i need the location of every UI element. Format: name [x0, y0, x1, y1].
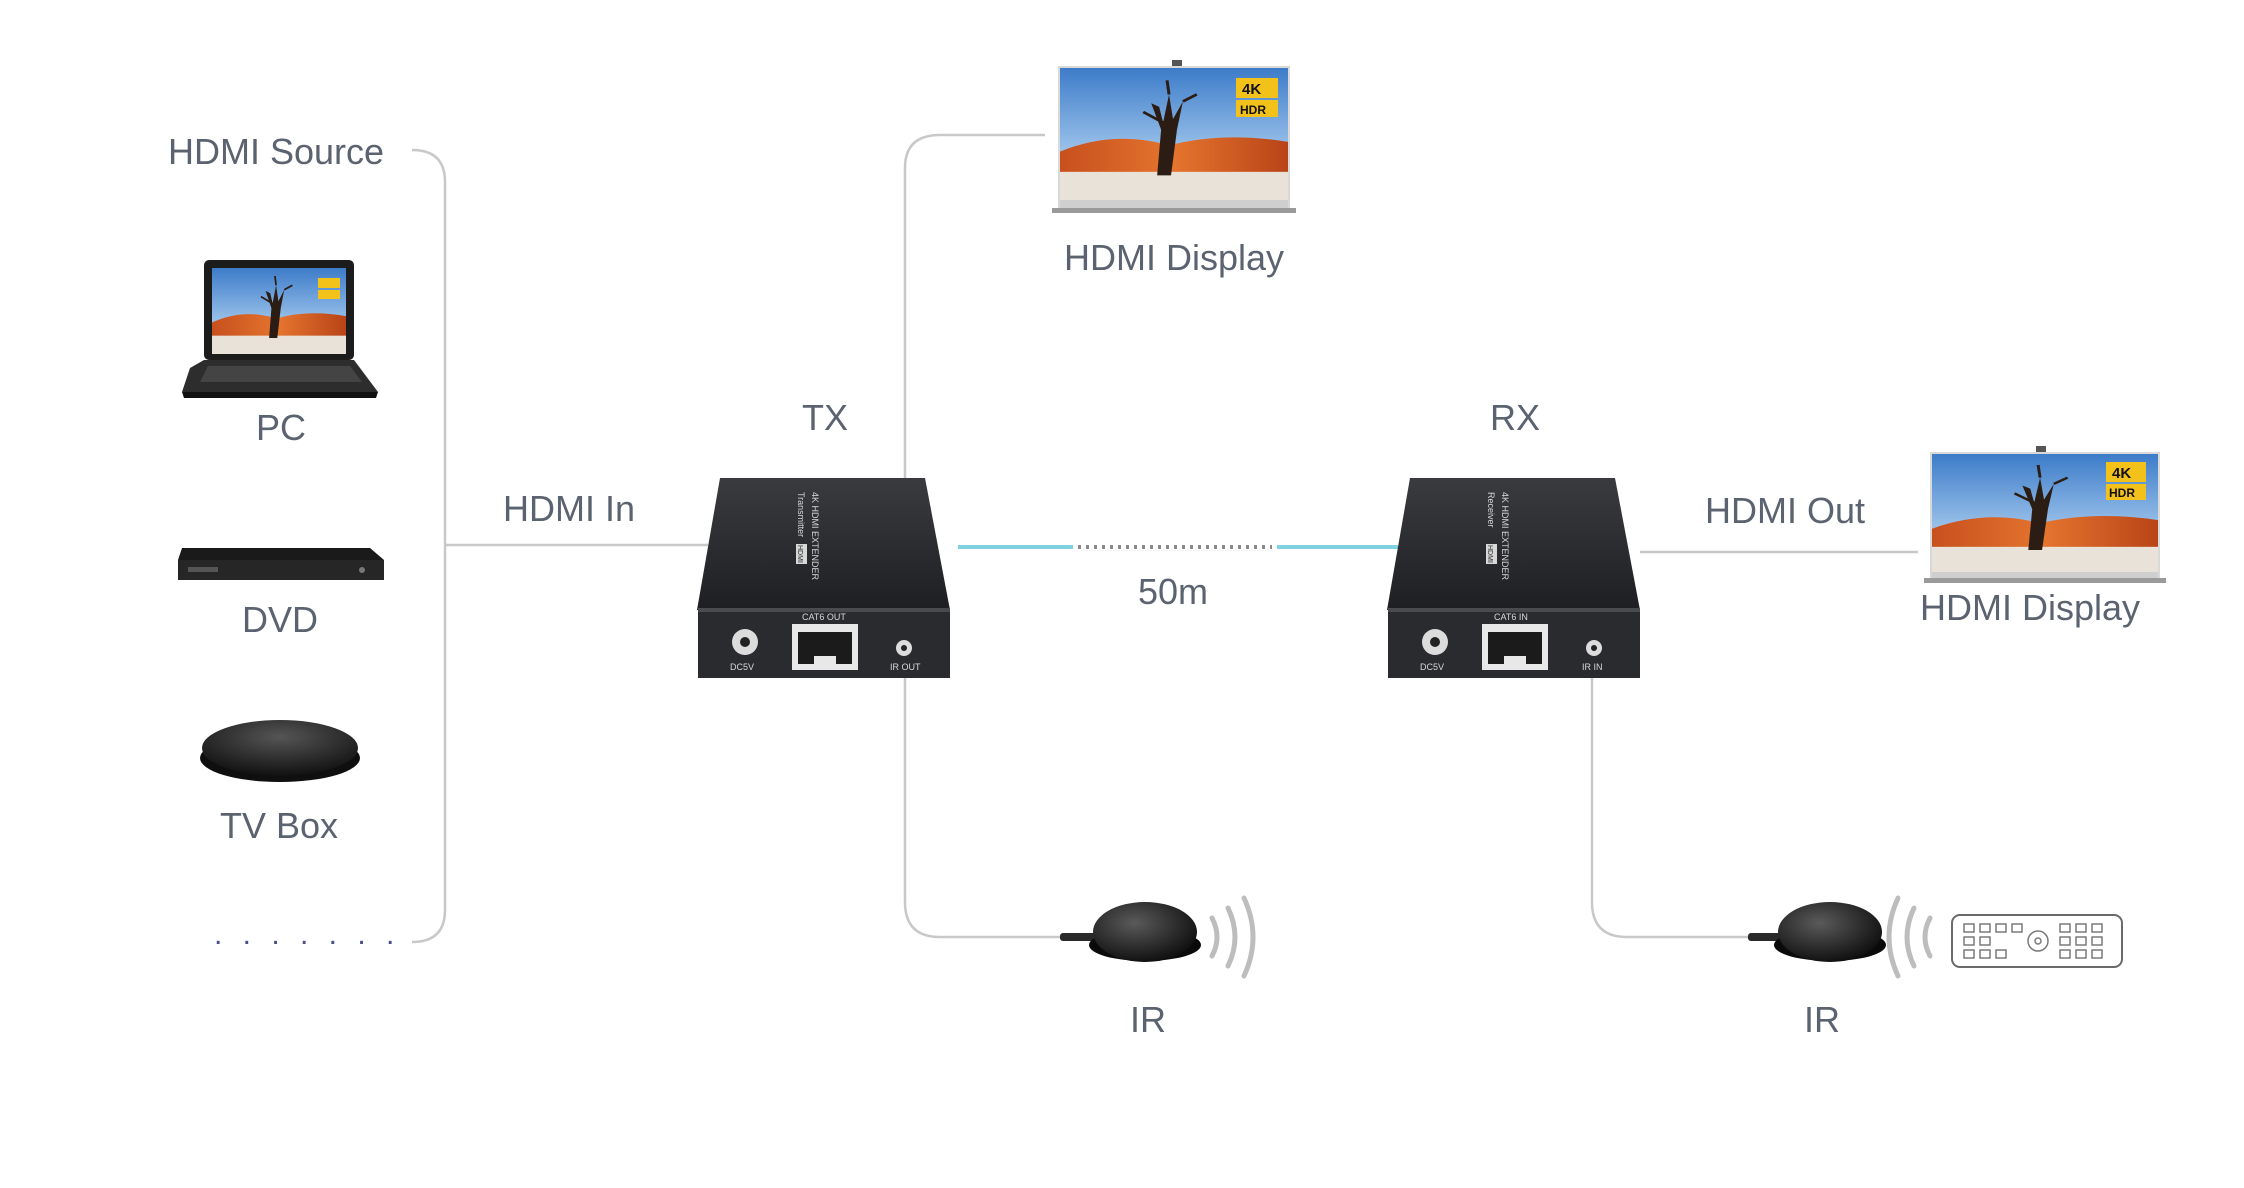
- hdmi-display-top-label: HDMI Display: [1064, 237, 1284, 278]
- source-bracket-line: [411, 148, 447, 944]
- hdmi-display-right-icon: 4K HDR: [1924, 446, 2166, 583]
- svg-text:CAT6 OUT: CAT6 OUT: [802, 612, 846, 622]
- hdmi-display-right-label: HDMI Display: [1920, 587, 2140, 628]
- svg-text:IR IN: IR IN: [1582, 662, 1603, 672]
- ir-emitter-icon: [1060, 902, 1201, 962]
- tx-ir-line: [903, 672, 1065, 939]
- svg-text:DC5V: DC5V: [730, 662, 754, 672]
- hdmi-out-label: HDMI Out: [1705, 490, 1865, 531]
- hdmi-in-label: HDMI In: [503, 488, 635, 529]
- remote-control-icon: [1951, 914, 2123, 968]
- hdmi-source-label: HDMI Source: [168, 131, 384, 172]
- rx-label: RX: [1490, 397, 1540, 438]
- svg-text:DC5V: DC5V: [1420, 662, 1444, 672]
- ir-signal-waves-left-icon: [1209, 895, 1256, 979]
- svg-text:HDR: HDR: [1240, 103, 1266, 117]
- laptop-icon: [182, 260, 378, 398]
- svg-text:IR OUT: IR OUT: [890, 662, 921, 672]
- dvd-label: DVD: [242, 599, 318, 640]
- connector-lines: [411, 133, 1918, 944]
- distance-label: 50m: [1138, 571, 1208, 612]
- svg-text:4K HDMI EXTENDER: 4K HDMI EXTENDER: [1500, 492, 1510, 581]
- dvd-player-icon: [178, 548, 384, 580]
- svg-text:HDMI: HDMI: [796, 545, 803, 563]
- svg-text:HDR: HDR: [2109, 486, 2135, 500]
- pc-label: PC: [256, 407, 306, 448]
- ir-left-label: IR: [1130, 999, 1166, 1040]
- svg-text:Receiver: Receiver: [1486, 492, 1496, 528]
- tx-display-line: [903, 133, 1045, 478]
- svg-text:4K: 4K: [2112, 465, 2131, 482]
- more-sources-ellipsis: . . . . . . .: [214, 918, 400, 951]
- rx-receiver-unit: 4K HDMI EXTENDER Receiver HDMI DC5V CAT6…: [1387, 478, 1640, 678]
- rx-ir-line: [1590, 672, 1755, 939]
- svg-text:Transmitter: Transmitter: [796, 492, 806, 537]
- svg-text:4K: 4K: [1242, 81, 1261, 98]
- svg-text:HDMI: HDMI: [1486, 545, 1493, 563]
- svg-text:CAT6 IN: CAT6 IN: [1494, 612, 1528, 622]
- tv-box-label: TV Box: [220, 805, 338, 846]
- ir-receiver-icon: [1748, 902, 1886, 962]
- ir-signal-waves-right-icon: [1886, 895, 1933, 979]
- tv-box-icon: [200, 720, 360, 782]
- svg-text:4K HDMI EXTENDER: 4K HDMI EXTENDER: [810, 492, 820, 581]
- ir-right-label: IR: [1804, 999, 1840, 1040]
- tx-transmitter-unit: 4K HDMI EXTENDER Transmitter HDMI DC5V C…: [697, 478, 950, 678]
- tx-label: TX: [802, 397, 848, 438]
- hdmi-display-top-icon: 4K HDR: [1052, 60, 1296, 213]
